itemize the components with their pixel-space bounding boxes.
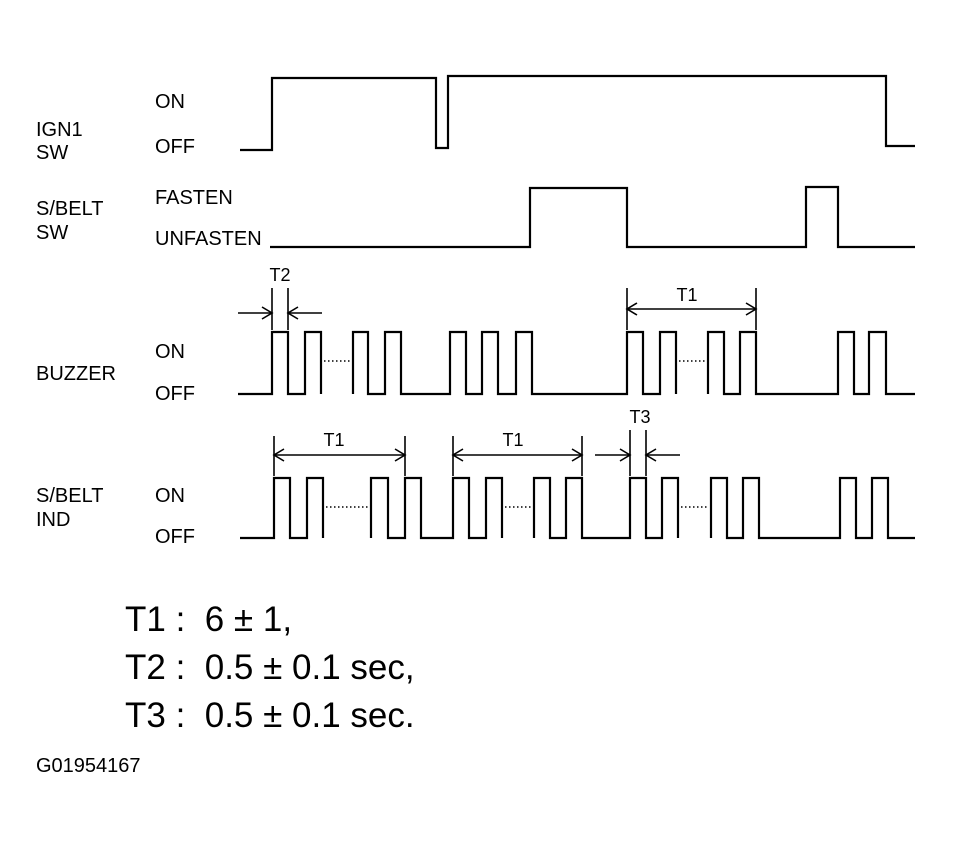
ind-on-label: ON [155,485,185,507]
ign1-on-label: ON [155,91,185,113]
seatbelt-unfasten-label: UNFASTEN [155,228,262,250]
seatbelt-sw-waveform [270,185,915,249]
t1-buzzer-label: T1 [676,285,697,305]
ind-off-label: OFF [155,526,195,548]
ign1-name-line-2: SW [36,142,68,164]
t3-label: T3 [629,407,650,427]
t1-indicator-dimension-2: T1 [451,430,584,476]
ign1-off-label: OFF [155,136,195,158]
seatbelt-fasten-label: FASTEN [155,187,233,209]
buzzer-waveform [238,330,915,396]
buzzer-off-label: OFF [155,383,195,405]
legend-t1: T1 : 6 ± 1, [125,600,293,639]
t1-indicator-dimension-1: T1 [272,430,407,476]
timing-diagram: IGN1 SW S/BELT SW BUZZER S/BELT IND ON O… [36,74,915,548]
seatbelt-ind-waveform [240,476,915,540]
seatbelt-ind-name-line-2: IND [36,509,70,531]
t2-label: T2 [269,265,290,285]
buzzer-on-label: ON [155,341,185,363]
buzzer-name: BUZZER [36,363,116,385]
t2-dimension: T2 [238,265,322,330]
seatbelt-sw-name-line-1: S/BELT [36,198,103,220]
legend-t3: T3 : 0.5 ± 0.1 sec. [125,696,415,735]
t1-indicator-label-2: T1 [502,430,523,450]
seatbelt-sw-name-line-2: SW [36,222,68,244]
figure-id: G01954167 [36,755,141,777]
t3-dimension: T3 [595,407,680,476]
seatbelt-ind-name-line-1: S/BELT [36,485,103,507]
t1-buzzer-dimension: T1 [625,285,758,330]
ign1-waveform [240,74,915,152]
legend-t2: T2 : 0.5 ± 0.1 sec, [125,648,415,687]
t1-indicator-label-1: T1 [323,430,344,450]
ign1-name-line-1: IGN1 [36,119,83,141]
